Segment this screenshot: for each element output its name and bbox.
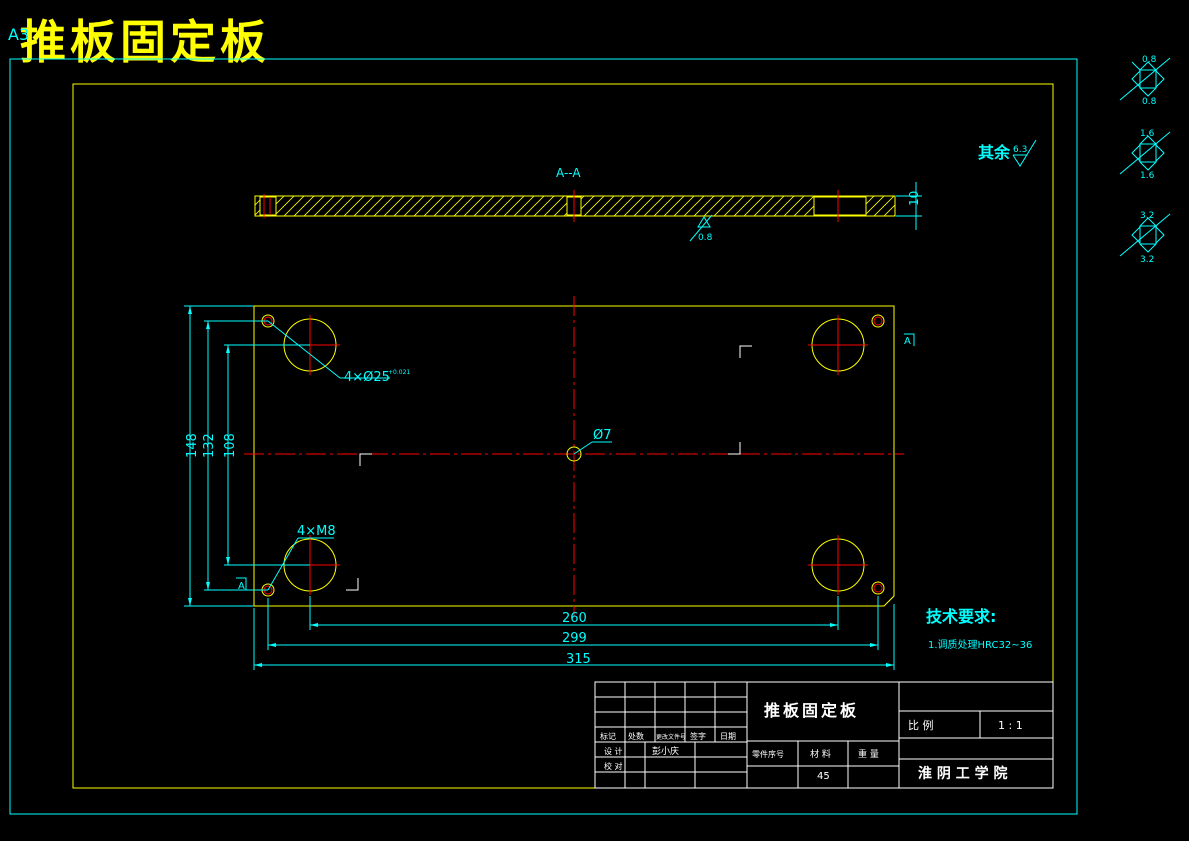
title-block-designer: 彭小庆 <box>652 745 679 757</box>
remaining-roughness-value: 6.3 <box>1013 145 1027 155</box>
hole-25-label: 4×Ø25 <box>344 370 390 385</box>
dim-260: 260 <box>562 611 587 626</box>
legend-value-0.8b: 0.8 <box>1142 97 1157 107</box>
dim-132: 132 <box>202 433 217 458</box>
section-label: A--A <box>556 166 581 180</box>
legend-value-0.8: 0.8 <box>1142 55 1157 65</box>
title-block-header-change: 更改文件号 <box>656 733 686 741</box>
title-block-header-count: 处数 <box>628 731 644 741</box>
hole-25-tol: +0.021 <box>388 369 410 376</box>
hole-7-label: Ø7 <box>593 428 612 443</box>
roughness-legend <box>1119 57 1171 257</box>
roughness-symbol-1.6 <box>1119 131 1171 175</box>
title-block-header-date: 日期 <box>720 732 736 741</box>
plan-view <box>244 296 904 616</box>
sheet-label: A3 <box>8 25 29 44</box>
tech-req-item1: 1.调质处理HRC32~36 <box>928 639 1032 651</box>
legend-value-1.6: 1.6 <box>1140 129 1155 139</box>
title-block-scale-label: 比 例 <box>908 718 934 732</box>
section-roughness-value: 0.8 <box>698 233 713 243</box>
roughness-symbol-3.2 <box>1119 213 1171 257</box>
title-block-header-mark: 标记 <box>600 731 616 741</box>
legend-value-1.6b: 1.6 <box>1140 171 1155 181</box>
tech-req-title: 技术要求: <box>926 607 996 626</box>
title-block <box>594 681 1054 789</box>
dim-108: 108 <box>223 433 238 458</box>
legend-value-3.2b: 3.2 <box>1140 255 1154 265</box>
legend-value-3.2: 3.2 <box>1140 211 1154 221</box>
title-block-material-label: 材 料 <box>810 748 831 760</box>
title-block-design-label: 设 计 <box>604 746 623 756</box>
remaining-roughness-label: 其余 <box>978 143 1011 162</box>
thread-label: 4×M8 <box>297 524 336 539</box>
dim-315: 315 <box>566 652 591 667</box>
title-block-check-label: 校 对 <box>604 761 623 771</box>
thickness-dimension <box>896 182 922 230</box>
thickness-dim-value: 10 <box>907 191 921 206</box>
page-title: 推板固定板 <box>20 15 270 69</box>
title-block-school: 淮 阴 工 学 院 <box>918 765 1008 782</box>
section-mark-top: A <box>904 336 911 347</box>
dim-148: 148 <box>185 433 200 458</box>
title-block-header-sign: 签字 <box>690 731 706 741</box>
remaining-roughness-symbol <box>1012 139 1037 167</box>
title-block-part-name: 推板固定板 <box>764 701 859 720</box>
section-mark-bottom: A <box>238 581 245 592</box>
roughness-symbol-0.8 <box>1119 57 1171 101</box>
title-block-part-no-label: 零件序号 <box>752 749 784 759</box>
title-block-scale-value: 1 : 1 <box>998 719 1023 732</box>
inner-border <box>72 83 1054 789</box>
section-roughness-symbol <box>689 214 713 242</box>
dim-299: 299 <box>562 631 587 646</box>
title-block-material-value: 45 <box>817 771 830 782</box>
title-block-weight-label: 重 量 <box>858 748 879 760</box>
section-view <box>254 190 896 222</box>
outer-frame <box>9 58 1078 815</box>
